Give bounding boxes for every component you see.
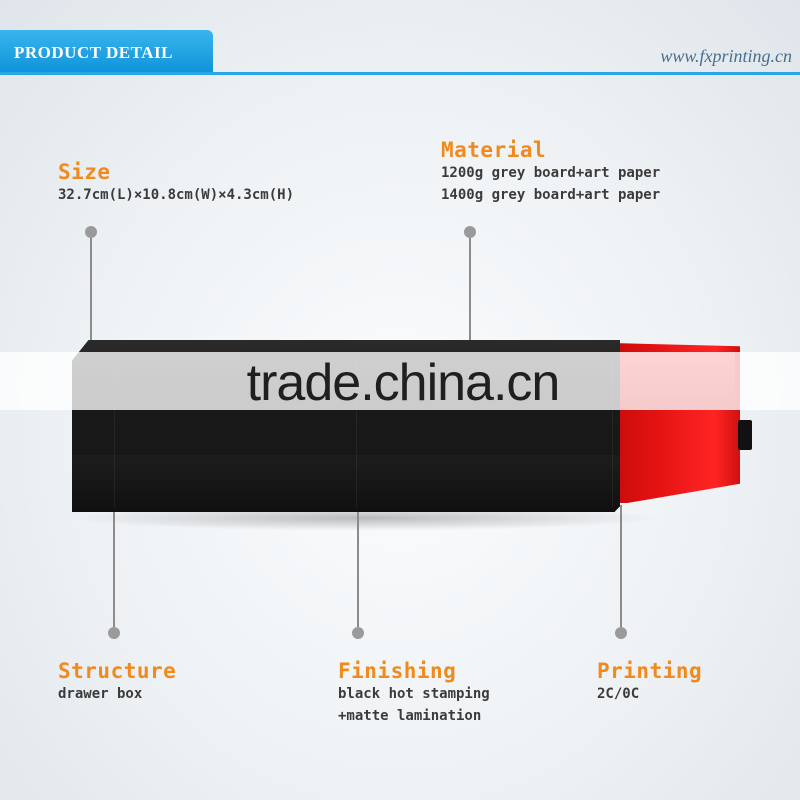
black-sleeve-front	[72, 455, 620, 512]
watermark-band	[0, 352, 800, 410]
spec-material-line-1: 1200g grey board+art paper	[441, 165, 661, 181]
printing-pointer-line	[620, 505, 622, 627]
spec-finishing-line-1: black hot stamping	[338, 686, 490, 702]
product-detail-tab: PRODUCT DETAIL	[0, 30, 213, 74]
pull-ribbon	[738, 420, 752, 450]
printing-pointer-dot	[615, 627, 627, 639]
watermark-text: trade.china.cn	[246, 354, 561, 412]
material-pointer-dot	[464, 226, 476, 238]
website-url: www.fxprinting.cn	[660, 46, 792, 66]
material-pointer-line	[469, 238, 471, 342]
header-divider	[0, 72, 800, 75]
size-pointer-dot	[85, 226, 97, 238]
finishing-pointer-line	[357, 512, 359, 627]
finishing-pointer-dot	[352, 627, 364, 639]
spec-material: Material 1200g grey board+art paper 1400…	[441, 138, 660, 206]
spec-structure-value: drawer box	[58, 686, 143, 702]
spec-size-value: 32.7cm(L)×10.8cm(W)×4.3cm(H)	[58, 187, 295, 203]
spec-material-title: Material	[441, 138, 547, 162]
sleeve-seam-left	[114, 358, 115, 508]
spec-structure: Structure drawer box	[58, 659, 176, 705]
spec-size-title: Size	[58, 160, 111, 184]
spec-printing-value: 2C/0C	[597, 686, 640, 702]
spec-material-line-2: 1400g grey board+art paper	[441, 187, 661, 203]
spec-printing-title: Printing	[597, 659, 703, 683]
sleeve-seam-right	[612, 358, 613, 508]
spec-finishing-line-2: +matte lamination	[338, 708, 482, 724]
sleeve-seam-middle	[356, 358, 357, 508]
spec-finishing-title: Finishing	[338, 659, 457, 683]
structure-pointer-dot	[108, 627, 120, 639]
spec-size: Size 32.7cm(L)×10.8cm(W)×4.3cm(H)	[58, 160, 294, 206]
spec-structure-title: Structure	[58, 659, 177, 683]
size-pointer-line	[90, 238, 92, 342]
spec-finishing: Finishing black hot stamping +matte lami…	[338, 659, 490, 727]
spec-printing: Printing 2C/0C	[597, 659, 702, 705]
structure-pointer-line	[113, 512, 115, 627]
